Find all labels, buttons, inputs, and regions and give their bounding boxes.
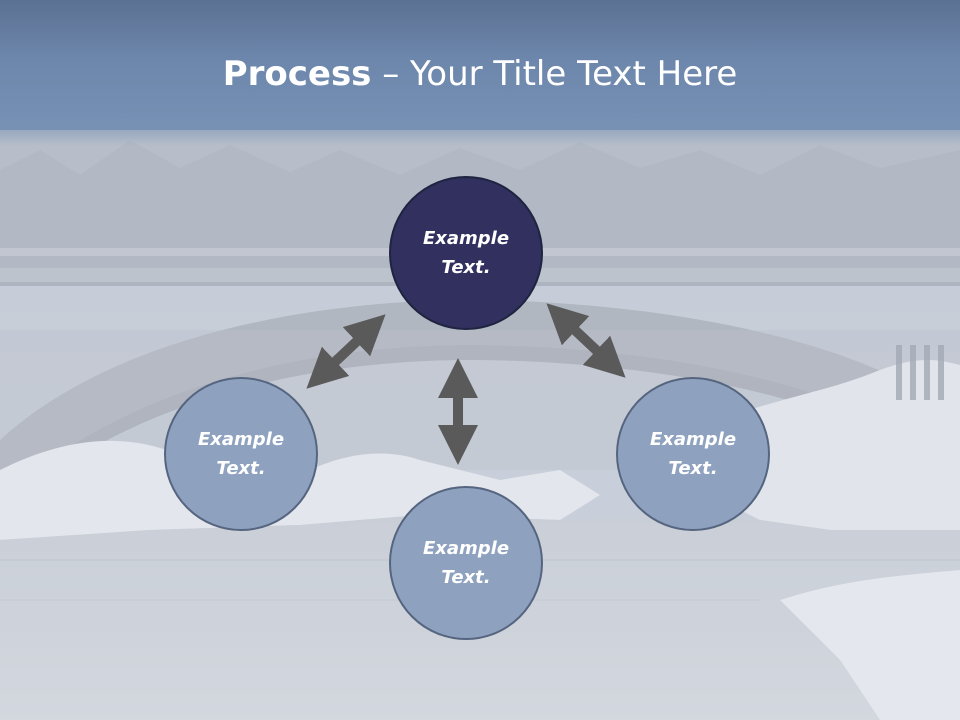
title-band (0, 0, 960, 130)
slide-title-rest: – Your Title Text Here (371, 54, 738, 94)
process-node-left: Example Text. (164, 377, 318, 531)
slide-title: Process – Your Title Text Here (0, 52, 960, 96)
process-node-left-text: Example Text. (197, 429, 285, 479)
process-node-top: Example Text. (389, 176, 543, 330)
title-band-fade (0, 118, 960, 146)
process-node-right: Example Text. (616, 377, 770, 531)
process-node-bottom-text: Example Text. (422, 538, 510, 588)
slide-title-bold: Process (222, 54, 372, 94)
process-node-top-text: Example Text. (422, 228, 510, 278)
arrow-top-right (546, 303, 626, 378)
process-node-right-text: Example Text. (649, 429, 737, 479)
arrow-top-left (306, 314, 386, 389)
process-node-bottom: Example Text. (389, 486, 543, 640)
